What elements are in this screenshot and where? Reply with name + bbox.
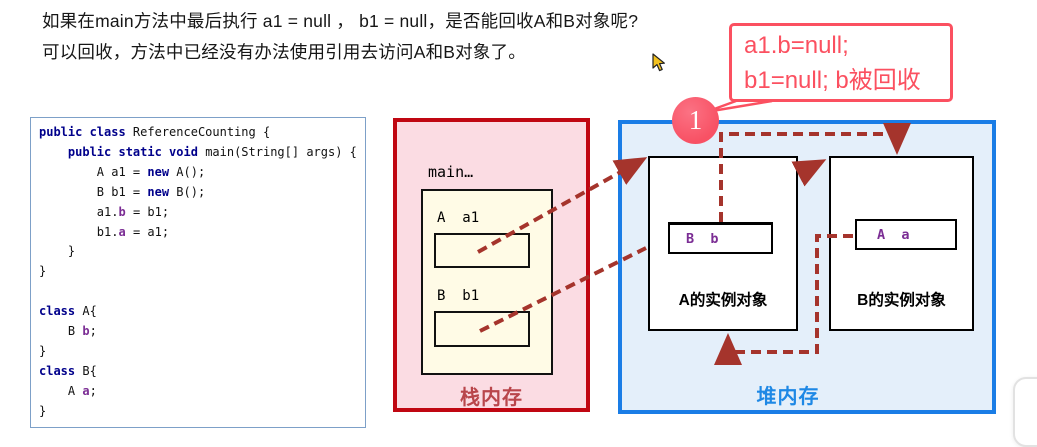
code-lines: public class ReferenceCounting { public …	[39, 123, 361, 422]
code-line: }	[39, 264, 47, 279]
object-b-field-slot: A a	[855, 219, 957, 250]
question-line-2: 可以回收，方法中已经没有办法使用引用去访问A和B对象了。	[42, 42, 526, 62]
mouse-cursor-icon	[652, 53, 665, 72]
code-line: }	[39, 403, 47, 418]
code-line: A a1 = new A();	[39, 164, 206, 179]
stack-var-b1-slot	[434, 311, 530, 347]
code-line: b1.a = a1;	[39, 224, 170, 239]
stack-var-a1-label: A a1	[437, 210, 480, 226]
heap-memory-title: 堆内存	[756, 386, 820, 408]
code-line: }	[39, 343, 47, 358]
main-frame-label: main…	[428, 163, 474, 181]
code-panel: public class ReferenceCounting { public …	[30, 117, 366, 428]
stack-var-a1-slot	[434, 233, 530, 268]
floating-widget-button[interactable]	[1013, 377, 1037, 447]
code-line: class B{	[39, 363, 97, 378]
code-line: A a;	[39, 383, 97, 398]
object-b-label: B的实例对象	[857, 292, 946, 309]
object-a-field-slot: B b	[668, 222, 773, 254]
code-line: B b;	[39, 324, 97, 339]
callout-line-1: a1.b=null;	[744, 32, 849, 59]
code-line: public class ReferenceCounting {	[39, 125, 271, 139]
callout-line-2: b1=null; b被回收	[744, 67, 921, 94]
code-line: a1.b = b1;	[39, 204, 170, 219]
code-line: public static void main(String[] args) {	[67, 144, 357, 159]
stack-var-b1-label: B b1	[437, 288, 480, 304]
code-line: }	[39, 244, 76, 259]
step-1-badge: 1	[672, 97, 719, 144]
question-line-1: 如果在main方法中最后执行 a1 = null ， b1 = null，是否能…	[42, 11, 639, 31]
stack-memory-title: 栈内存	[460, 387, 523, 409]
callout-box: a1.b=null; b1=null; b被回收	[729, 23, 953, 102]
code-line: class A{	[39, 304, 97, 319]
code-line: B b1 = new B();	[39, 184, 206, 199]
slide-canvas: { "question": { "line1": "如果在main方法中最后执行…	[30, 11, 1037, 447]
object-a-label: A的实例对象	[678, 292, 768, 309]
code-line	[39, 282, 361, 302]
